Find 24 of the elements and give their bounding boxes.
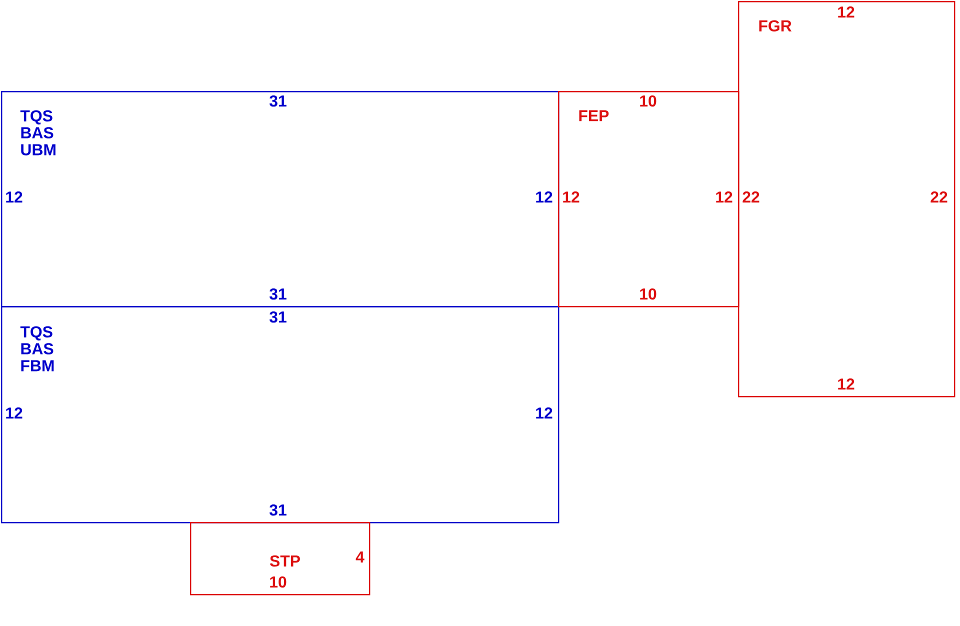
dimension-label: 10	[640, 288, 656, 300]
room-box	[190, 522, 370, 596]
dimension-label: 12	[536, 407, 552, 419]
dimension-label: 12	[536, 191, 552, 203]
dimension-label: 12	[6, 407, 22, 419]
room-box: FGR 12 22 22 12	[738, 1, 956, 398]
dimension-label: 31	[270, 504, 286, 516]
dimension-label: 12	[716, 191, 732, 203]
room-box: TQS BAS UBM 31 12 12 31	[1, 91, 560, 308]
dimension-label: 12	[6, 191, 22, 203]
dimension-label: 31	[270, 311, 286, 323]
dimension-label: 12	[563, 191, 580, 203]
room-box: TQS BAS FBM 31 12 12 31	[1, 306, 560, 524]
dimension-label: 10	[270, 576, 286, 588]
dimension-label: 22	[742, 191, 760, 203]
dimension-label: 4	[356, 552, 364, 562]
dimension-label: 10	[640, 95, 656, 107]
dimension-label: STP	[270, 555, 300, 567]
dimension-label: 22	[930, 191, 948, 203]
dimension-label: 31	[270, 288, 286, 300]
dimension-label: 12	[838, 378, 854, 390]
room-box: FEP 10 12 12 10	[558, 91, 740, 308]
dimension-label: 12	[838, 6, 854, 18]
dimension-label: 31	[270, 95, 286, 107]
